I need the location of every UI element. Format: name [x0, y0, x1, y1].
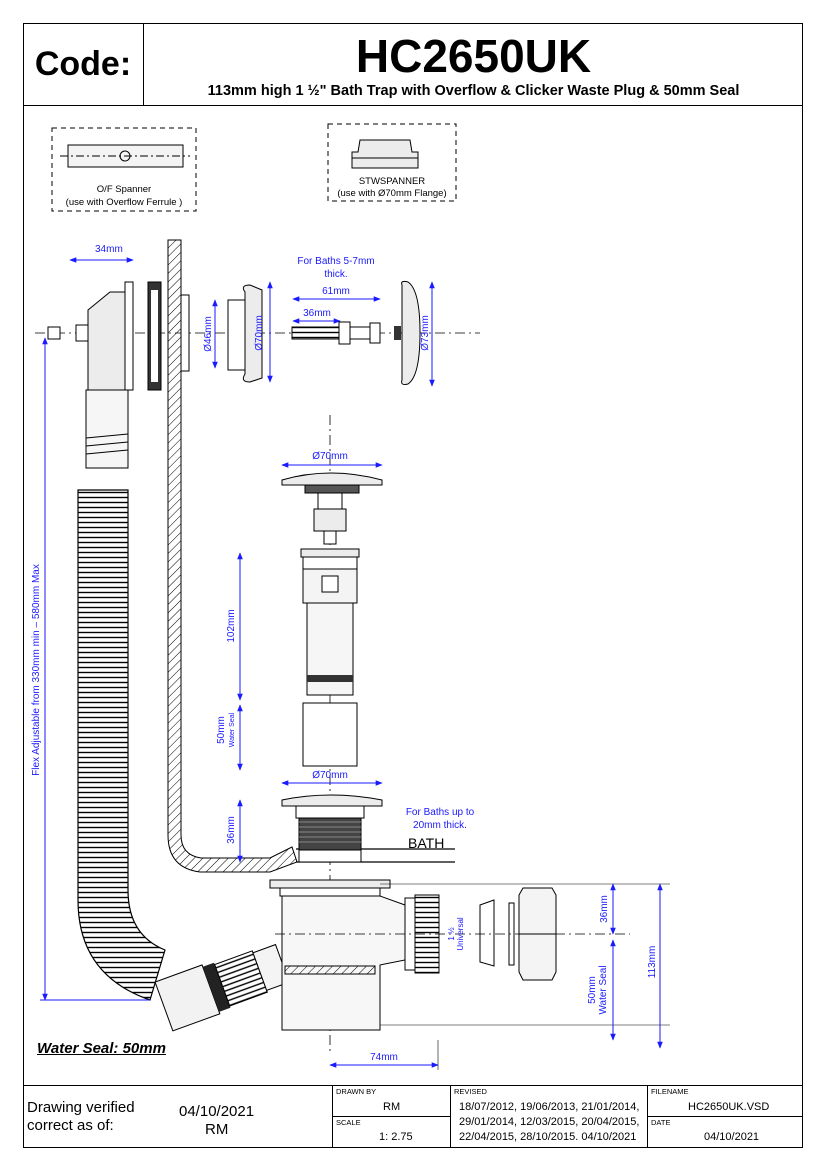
of-spanner-note: (use with Overflow Ferrule )	[66, 197, 183, 208]
dim-70mm-plug: Ø70mm	[312, 451, 348, 462]
dim-universal-b: Universal	[456, 917, 465, 951]
verified-label-2: correct as of:	[27, 1117, 114, 1134]
dim-113mm: 113mm	[647, 946, 658, 979]
of-spanner-label: O/F Spanner	[97, 184, 151, 195]
stw-spanner-label: STWSPANNER	[359, 176, 425, 187]
overflow-dimensions: 34mm For Baths 5-7mm thick. 61mm 36mm Ø4…	[69, 244, 435, 387]
date-value: 04/10/2021	[704, 1131, 760, 1143]
dim-36mm-trap: 36mm	[599, 895, 610, 923]
revised-line-1: 18/07/2012, 19/06/2013, 21/01/2014,	[459, 1101, 640, 1113]
drawn-by-label: DRAWN BY	[336, 1087, 377, 1096]
dim-70mm-overflow: Ø70mm	[254, 315, 265, 351]
dim-34mm: 34mm	[95, 244, 123, 255]
dim-flex-adjustable: Flex Adjustable from 330mm min – 580mm M…	[31, 564, 42, 776]
verified-by: RM	[205, 1121, 229, 1138]
filename-cell: FILENAME HC2650UK.VSD	[648, 1086, 802, 1117]
clicker-waste-assembly: Ø70mm 102mm 50mm Water Seal Ø70mm 36mm F…	[216, 415, 475, 1052]
revised-line-2: 29/01/2014, 12/03/2015, 20/04/2015,	[459, 1116, 640, 1128]
dim-74mm: 74mm	[370, 1052, 398, 1063]
dim-102mm: 102mm	[226, 609, 237, 642]
dim-50mm-water-seal-b: Water Seal	[598, 965, 609, 1014]
dim-36mm-flange: 36mm	[226, 816, 237, 844]
flex-hose: Flex Adjustable from 330mm min – 580mm M…	[31, 337, 166, 1001]
note-thick: thick.	[324, 269, 347, 280]
filename-value: HC2650UK.VSD	[688, 1101, 770, 1113]
dim-universal-a: 1 ½	[447, 927, 456, 941]
scale-label: SCALE	[336, 1118, 361, 1127]
water-seal-note: Water Seal: 50mm	[37, 1040, 166, 1057]
product-description: 113mm high 1 ½" Bath Trap with Overflow …	[207, 83, 740, 99]
note-baths-20: For Baths up to	[406, 807, 475, 818]
code-label: Code:	[23, 23, 144, 106]
drawing-frame	[23, 23, 803, 1148]
dim-50mm-water-seal-a: 50mm	[587, 976, 598, 1004]
drawn-by-value: RM	[383, 1101, 401, 1113]
verified-label-1: Drawing verified	[27, 1099, 135, 1116]
scale-cell: SCALE 1: 2.75	[333, 1117, 451, 1148]
stw-spanner-box: STWSPANNER (use with Ø70mm Flange)	[327, 123, 457, 202]
product-code: HC2650UK	[355, 30, 592, 82]
filename-label: FILENAME	[651, 1087, 689, 1096]
date-cell: DATE 04/10/2021	[648, 1117, 802, 1148]
dim-61mm: 61mm	[322, 286, 350, 297]
dim-36mm-bolt: 36mm	[303, 308, 331, 319]
dim-water-seal-small: Water Seal	[229, 712, 236, 747]
revised-label: REVISED	[454, 1087, 487, 1096]
bath-label: BATH	[408, 835, 444, 851]
note-baths-5-7: For Baths 5-7mm	[297, 256, 374, 267]
dim-73mm: Ø73mm	[420, 315, 431, 351]
drawn-by-cell: DRAWN BY RM	[333, 1086, 451, 1117]
title-block: HC2650UK 113mm high 1 ½" Bath Trap with …	[144, 23, 803, 106]
verified-date: 04/10/2021	[179, 1103, 255, 1120]
of-spanner-box: O/F Spanner (use with Overflow Ferrule )	[51, 127, 197, 212]
footer-title-block: Drawing verified correct as of: 04/10/20…	[23, 1085, 803, 1148]
note-thick-20: 20mm thick.	[413, 820, 467, 831]
stw-spanner-note: (use with Ø70mm Flange)	[337, 188, 446, 199]
revised-line-3: 22/04/2015, 28/10/2015. 04/10/2021	[459, 1131, 637, 1143]
dim-46mm: Ø46mm	[203, 316, 214, 352]
date-label: DATE	[651, 1118, 671, 1127]
overflow-assembly	[35, 280, 480, 469]
dim-50mm: 50mm	[216, 716, 227, 744]
revised-cell: REVISED 18/07/2012, 19/06/2013, 21/01/20…	[451, 1086, 648, 1148]
verification-cell: Drawing verified correct as of: 04/10/20…	[23, 1086, 333, 1148]
trap-body: 1 ½ Universal 36mm 50mm Water Seal 113mm…	[154, 879, 670, 1070]
dim-70mm-flange: Ø70mm	[312, 770, 348, 781]
scale-value: 1: 2.75	[379, 1131, 413, 1143]
